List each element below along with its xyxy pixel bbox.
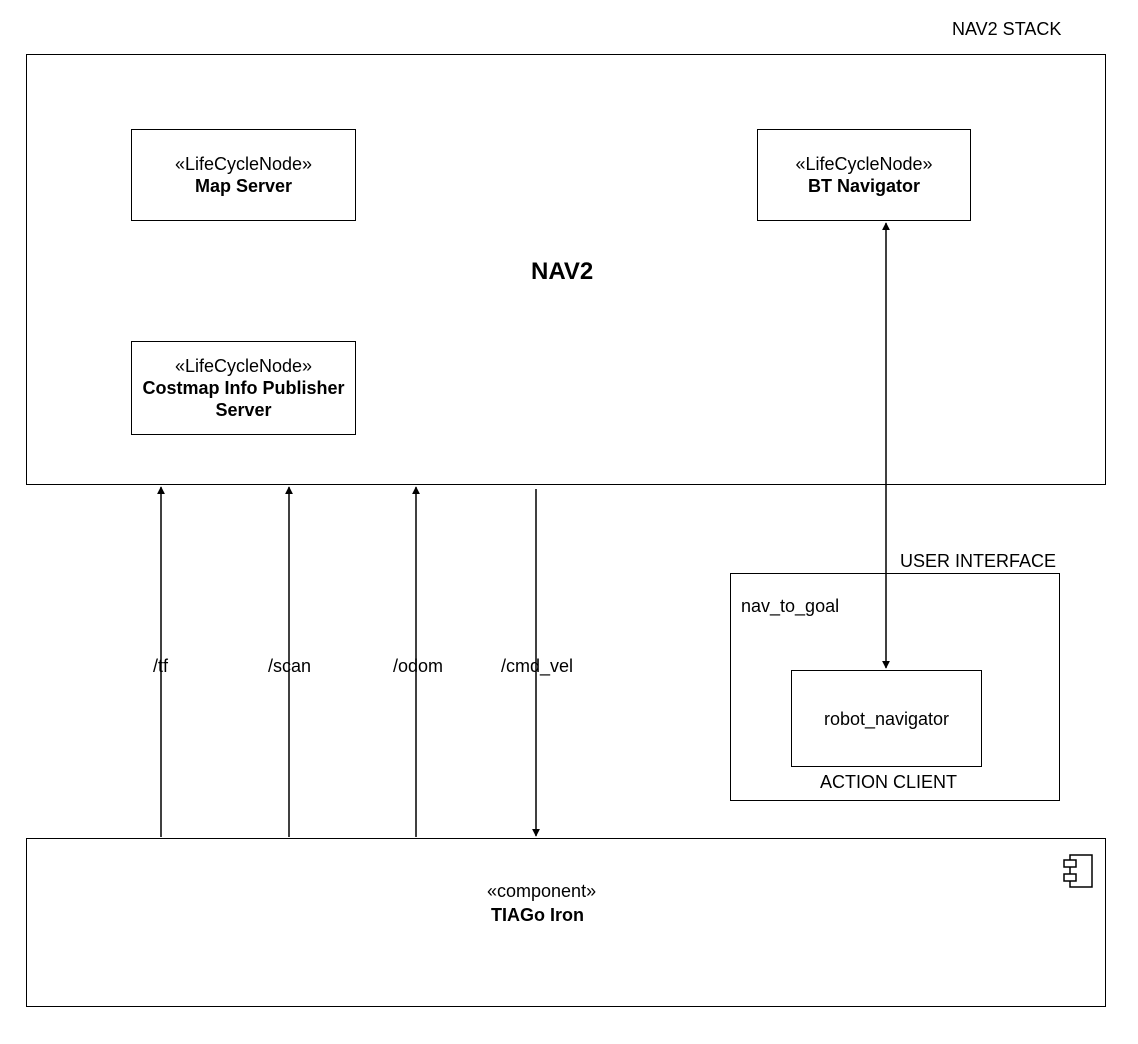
map-server-node: «LifeCycleNode» Map Server — [131, 129, 356, 221]
robot-navigator-name: robot_navigator — [823, 708, 950, 729]
action-client-label: ACTION CLIENT — [820, 772, 958, 792]
robot-name: TIAGo Iron — [491, 905, 584, 925]
map-server-stereotype: «LifeCycleNode» — [174, 154, 313, 174]
costmap-node: «LifeCycleNode» Costmap Info Publisher S… — [131, 341, 356, 435]
robot-navigator-node: robot_navigator — [791, 670, 982, 767]
map-server-name: Map Server — [194, 176, 293, 196]
costmap-name-line1: Costmap Info Publisher — [142, 378, 345, 398]
robot-component-container — [26, 838, 1106, 1007]
costmap-stereotype: «LifeCycleNode» — [174, 356, 313, 376]
bt-navigator-node: «LifeCycleNode» BT Navigator — [757, 129, 971, 221]
robot-stereotype: «component» — [487, 881, 597, 901]
bt-navigator-name: BT Navigator — [807, 176, 921, 196]
bt-navigator-stereotype: «LifeCycleNode» — [795, 154, 933, 174]
costmap-name-line2: Server — [215, 400, 272, 420]
nav2-title: NAV2 — [531, 258, 594, 285]
topic-cmd-vel-label: /cmd_vel — [501, 655, 574, 677]
user-interface-label: USER INTERFACE — [900, 551, 1057, 571]
stack-label: NAV2 STACK — [952, 19, 1062, 39]
topic-odom-label: /odom — [393, 655, 444, 677]
package-label: nav_to_goal — [741, 596, 840, 616]
component-icon — [1063, 854, 1093, 888]
